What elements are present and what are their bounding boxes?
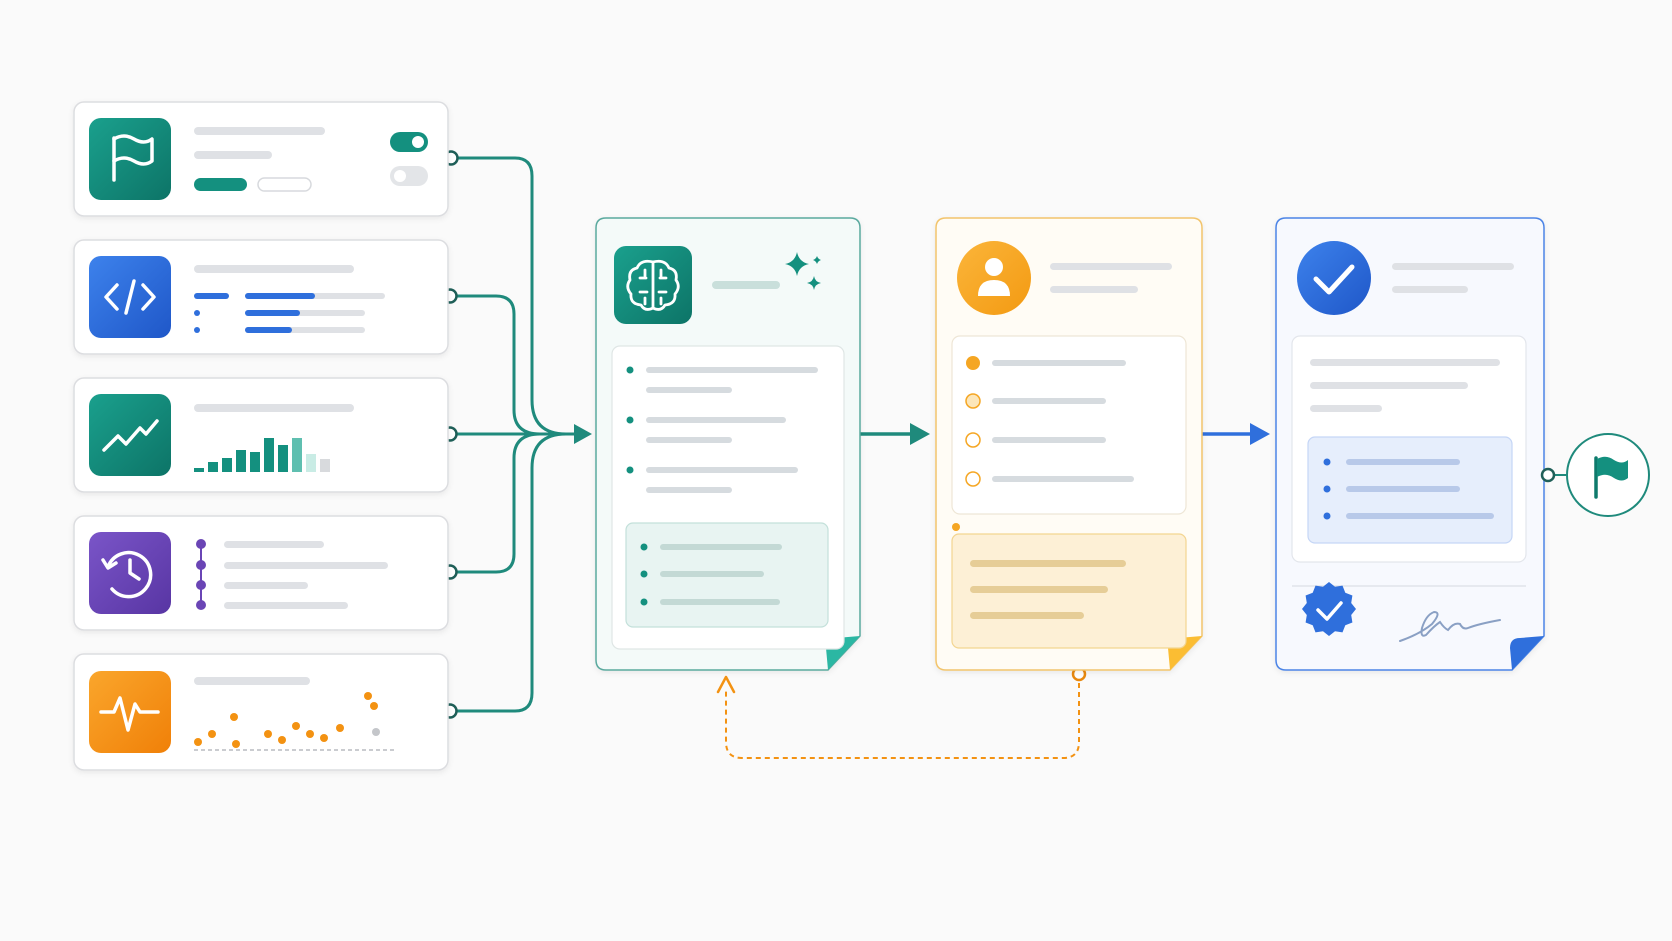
source-card-metrics[interactable] — [73, 377, 449, 493]
placeholder-line — [194, 677, 310, 685]
placeholder-line — [712, 281, 780, 289]
source-card-code[interactable] — [73, 239, 449, 355]
mini-scatter-point — [372, 728, 380, 736]
feedback-arrowhead — [716, 675, 736, 694]
mini-bar — [278, 445, 288, 472]
toggle-on[interactable] — [390, 132, 428, 152]
pill-primary[interactable] — [194, 178, 247, 191]
page-corner-fold — [1510, 636, 1544, 670]
placeholder-line — [1392, 286, 1468, 293]
stage-connector-2 — [1202, 423, 1270, 445]
placeholder-line — [194, 404, 354, 412]
code-bullet — [194, 327, 200, 333]
mini-bar — [250, 452, 260, 472]
mini-scatter-point — [320, 734, 328, 742]
source-connectors — [450, 156, 586, 713]
signature-icon — [1399, 610, 1501, 642]
mini-bar — [264, 438, 274, 472]
placeholder-line — [1310, 405, 1382, 412]
mini-scatter-point — [370, 702, 378, 710]
code-line-keyword — [194, 293, 229, 299]
stage-card-reasoning[interactable] — [595, 217, 861, 671]
mini-bar — [306, 454, 316, 472]
placeholder-line — [1392, 263, 1514, 270]
pill-secondary[interactable] — [257, 177, 312, 192]
review-notes — [970, 560, 1126, 619]
mini-scatter-point — [264, 730, 272, 738]
mini-bar — [194, 468, 204, 472]
placeholder-line — [194, 127, 325, 135]
flag-icon — [112, 134, 154, 182]
end-node[interactable] — [1566, 433, 1650, 517]
source-card-monitoring[interactable] — [73, 653, 449, 771]
mini-scatter-point — [208, 730, 216, 738]
mini-scatter-point — [336, 724, 344, 732]
placeholder-line — [224, 541, 324, 548]
placeholder-line — [1310, 359, 1500, 366]
placeholder-line — [1310, 382, 1468, 389]
placeholder-line — [224, 582, 308, 589]
review-marker-dot — [952, 523, 960, 531]
source-card-goal[interactable] — [73, 101, 449, 217]
feedback-loop — [725, 674, 1080, 759]
reasoning-list — [626, 366, 818, 493]
code-icon — [104, 279, 156, 315]
mini-scatter-point — [306, 730, 314, 738]
end-port[interactable] — [1540, 467, 1556, 483]
code-line-highlight — [245, 310, 300, 316]
mini-scatter-point — [278, 736, 286, 744]
placeholder-line — [1050, 263, 1172, 270]
mini-bar — [292, 438, 302, 472]
arrow-into-reasoning — [574, 424, 592, 444]
pulse-icon — [99, 696, 160, 732]
placeholder-line — [194, 151, 272, 159]
connector-goal — [458, 156, 586, 436]
timeline — [196, 539, 206, 610]
mini-scatter-point — [364, 692, 372, 700]
mini-scatter-point — [232, 740, 240, 748]
source-card-history[interactable] — [73, 515, 449, 631]
user-icon — [978, 258, 1010, 296]
approval-summary-list — [1323, 458, 1494, 520]
placeholder-line — [1050, 286, 1138, 293]
mini-bar — [222, 458, 232, 472]
placeholder-line — [224, 602, 348, 609]
check-circle-icon — [1313, 264, 1355, 295]
mini-scatter-point — [194, 738, 202, 746]
review-checklist — [965, 356, 1134, 487]
toggle-off[interactable] — [390, 166, 428, 186]
stage-card-review[interactable] — [935, 217, 1203, 671]
code-line-highlight — [245, 327, 292, 333]
mini-bar — [208, 462, 218, 472]
verified-badge-icon — [1302, 582, 1356, 636]
connector-code — [450, 294, 586, 436]
review-checklist-panel — [951, 335, 1187, 515]
trend-chart-icon — [102, 419, 159, 452]
mini-scatter-chart — [194, 692, 380, 748]
mini-scatter-point — [230, 713, 238, 721]
history-clock-icon — [101, 550, 153, 599]
stage-card-approval[interactable] — [1275, 217, 1545, 671]
brain-icon — [626, 259, 680, 311]
placeholder-line — [194, 265, 354, 273]
placeholder-line — [224, 562, 388, 569]
reasoning-highlight-list — [640, 543, 782, 606]
code-bullet — [194, 310, 200, 316]
code-line-highlight — [245, 293, 315, 299]
mini-bar-chart — [194, 438, 330, 472]
stage-connector-1 — [860, 423, 930, 445]
flag-icon — [1594, 456, 1628, 499]
mini-bar — [236, 450, 246, 472]
connector-monitoring — [450, 432, 586, 713]
sparkle-icon — [785, 252, 821, 290]
connector-history — [450, 432, 586, 574]
mini-scatter-point — [292, 722, 300, 730]
mini-bar — [320, 459, 330, 472]
